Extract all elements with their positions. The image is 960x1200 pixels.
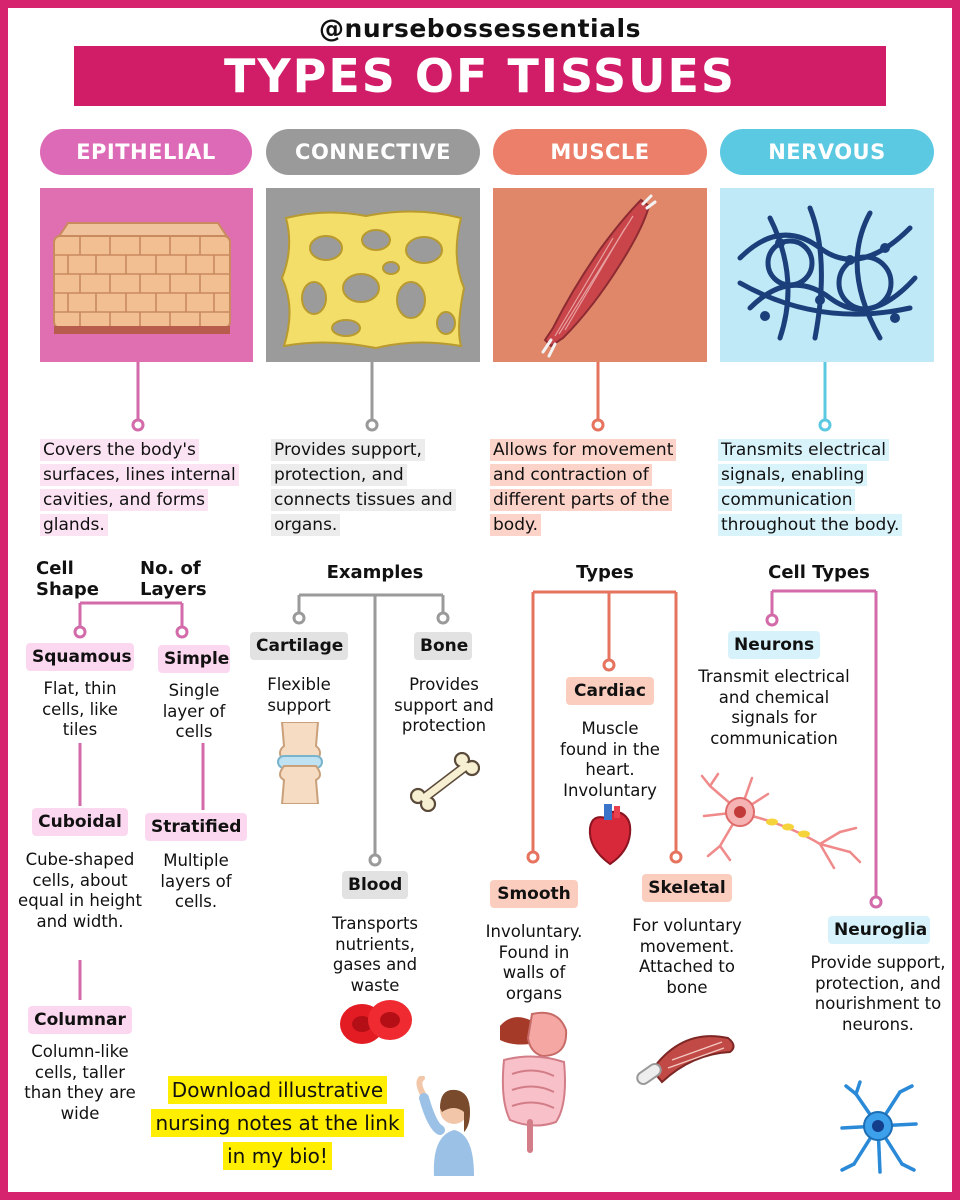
- neuron-icon: [700, 772, 862, 870]
- red-blood-cells-icon: [340, 1000, 412, 1044]
- muscle-header: MUSCLE: [493, 129, 707, 175]
- blood-label: Blood: [342, 871, 408, 899]
- cardiac-label: Cardiac: [566, 677, 654, 705]
- heart-icon: [588, 804, 632, 866]
- cardiac-text: Muscle found in the heart. Involuntary: [560, 719, 660, 800]
- types-heading: Types: [576, 562, 634, 583]
- columnar-text: Column-like cells, taller than they are …: [24, 1042, 136, 1123]
- simple-label: Simple: [158, 645, 230, 673]
- connective-tissue-icon: [280, 210, 466, 350]
- muscle-fiber-icon: [541, 194, 657, 358]
- cell-shape-heading: Cell Shape: [36, 558, 100, 600]
- bone-text: Provides support and protection: [394, 675, 494, 735]
- pointing-woman-icon: [416, 1076, 474, 1176]
- cartilage-label: Cartilage: [250, 632, 348, 660]
- knee-joint-icon: [277, 722, 323, 804]
- examples-heading: Examples: [326, 562, 424, 583]
- epithelial-illustration: [40, 188, 253, 362]
- squamous-label: Squamous: [26, 643, 134, 671]
- epithelial-description: Covers the body's surfaces, lines intern…: [40, 438, 250, 538]
- nervous-header: NERVOUS: [720, 129, 934, 175]
- muscle-illustration: [493, 188, 707, 362]
- connective-illustration: [266, 188, 480, 362]
- squamous-text: Flat, thin cells, like tiles: [42, 679, 118, 739]
- skeletal-muscle-icon: [636, 1035, 735, 1086]
- nervous-description: Transmits electrical signals, enabling c…: [718, 438, 923, 538]
- digestive-organs-icon: [500, 1011, 568, 1153]
- nervous-illustration: [720, 188, 934, 362]
- neurons-label: Neurons: [728, 631, 820, 659]
- epithelial-cells-icon: [53, 222, 231, 334]
- skeletal-label: Skeletal: [642, 874, 732, 902]
- smooth-label: Smooth: [490, 880, 578, 908]
- neuroglia-label: Neuroglia: [828, 916, 930, 944]
- skeletal-text: For voluntary movement. Attached to bone: [632, 916, 742, 997]
- neurons-text: Transmit electrical and chemical signals…: [698, 667, 850, 748]
- neural-network-icon: [737, 205, 918, 341]
- glial-cell-icon: [840, 1080, 918, 1174]
- neuroglia-text: Provide support, protection, and nourish…: [810, 953, 946, 1034]
- epithelial-header: EPITHELIAL: [40, 129, 252, 175]
- connective-header: CONNECTIVE: [266, 129, 480, 175]
- smooth-text: Involuntary. Found in walls of organs: [485, 922, 583, 1003]
- page-title: TYPES OF TISSUES: [74, 46, 886, 106]
- cuboidal-text: Cube-shaped cells, about equal in height…: [18, 850, 142, 931]
- cartilage-text: Flexible support: [267, 675, 331, 715]
- layers-heading: No. of Layers: [140, 558, 207, 600]
- bone-label: Bone: [414, 632, 472, 660]
- connective-description: Provides support, protection, and connec…: [271, 438, 476, 538]
- download-notes-callout[interactable]: Download illustrative nursing notes at t…: [145, 1074, 410, 1173]
- bone-icon: [410, 752, 480, 812]
- blood-text: Transports nutrients, gases and waste: [331, 914, 419, 995]
- stratified-label: Stratified: [145, 813, 247, 841]
- cell-types-heading: Cell Types: [768, 562, 870, 583]
- columnar-label: Columnar: [28, 1006, 132, 1034]
- stratified-text: Multiple layers of cells.: [160, 851, 232, 911]
- simple-text: Single layer of cells: [162, 681, 226, 741]
- cuboidal-label: Cuboidal: [32, 808, 128, 836]
- muscle-description: Allows for movement and contraction of d…: [490, 438, 695, 538]
- account-handle: @nursebossessentials: [319, 14, 641, 43]
